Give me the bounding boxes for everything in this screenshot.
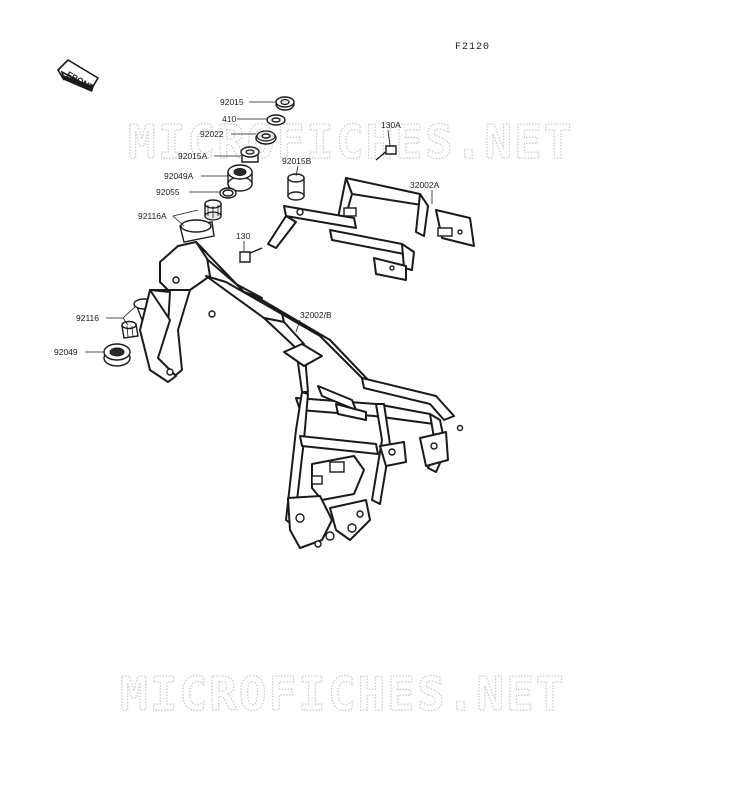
label-92049: 92049: [54, 347, 78, 357]
label-410: 410: [222, 114, 236, 124]
label-92116a: 92116A: [138, 211, 167, 221]
label-92055: 92055: [156, 187, 180, 197]
part-130a-bolt-icon: [375, 145, 397, 161]
label-32002a: 32002A: [410, 180, 440, 190]
part-92116a-icon: [204, 199, 222, 221]
part-92015b-icon: [287, 173, 305, 201]
label-130: 130: [236, 231, 250, 241]
part-92049a-icon: [227, 164, 253, 192]
part-92015a-icon: [240, 146, 260, 163]
part-92022-icon: [255, 130, 277, 145]
part-130-bolt-icon: [239, 247, 263, 263]
label-92015a: 92015A: [178, 151, 208, 161]
subframe-32002a: [267, 177, 475, 281]
label-32002b: 32002/B: [300, 310, 332, 320]
part-410-icon: [266, 114, 286, 126]
part-92116-icon: [121, 320, 139, 339]
label-92015b: 92015B: [282, 156, 312, 166]
part-92055-icon: [219, 187, 237, 199]
main-frame-32002b: [139, 241, 464, 549]
label-92022: 92022: [200, 129, 224, 139]
label-92049a: 92049A: [164, 171, 194, 181]
leader-lines: [85, 101, 433, 353]
watermark-top: MICROFICHES.NET: [128, 115, 573, 169]
label-130a: 130A: [381, 120, 401, 130]
front-arrow-icon: FRONT: [56, 58, 100, 93]
diagram-code: F2120: [455, 42, 490, 53]
part-92015-icon: [275, 96, 295, 111]
part-labels: 92015 410 92022 92015A 92049A 92055 9211…: [54, 97, 440, 357]
label-92015: 92015: [220, 97, 244, 107]
part-92116a-race-icon: [179, 219, 215, 243]
label-92116: 92116: [76, 313, 99, 323]
watermark-bottom: MICROFICHES.NET: [120, 667, 565, 721]
part-92049-icon: [103, 343, 131, 367]
